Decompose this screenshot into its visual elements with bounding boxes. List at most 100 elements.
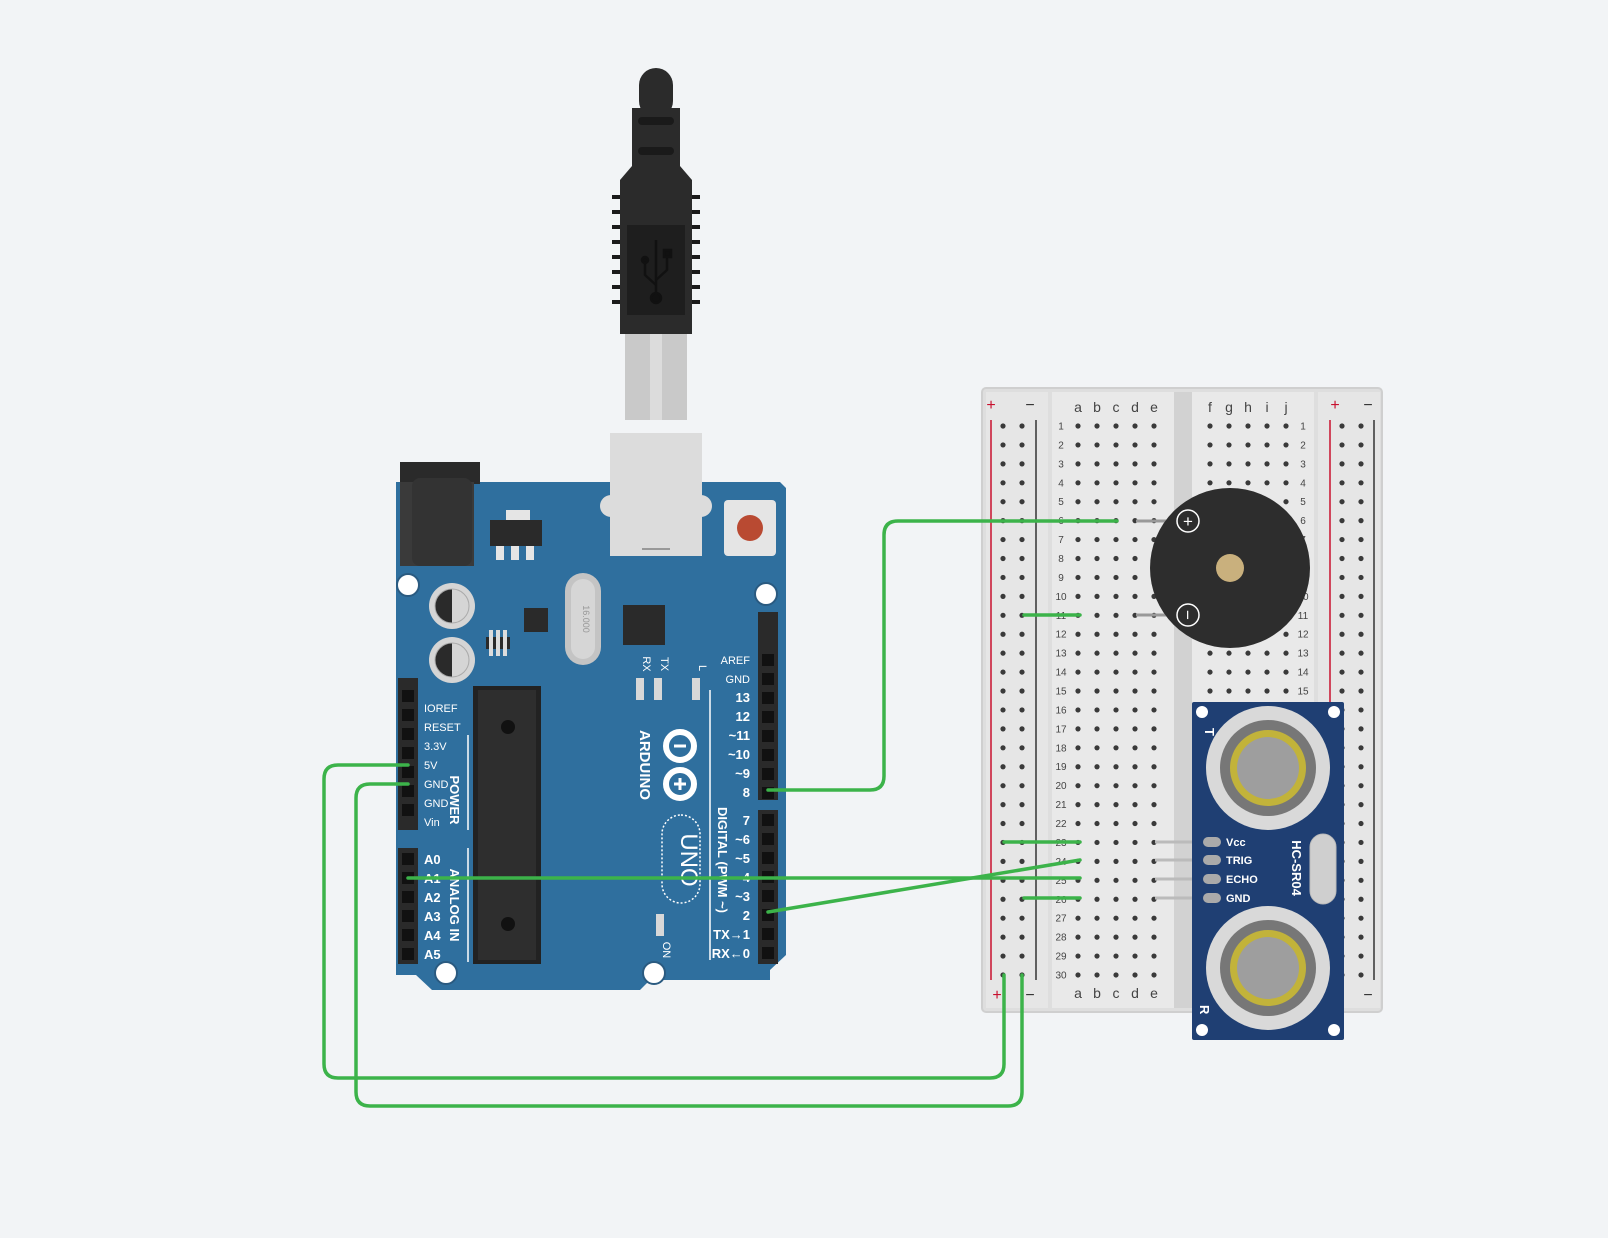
wire-gnd-to-rail[interactable] — [354, 782, 1024, 1108]
breadboard-hole[interactable] — [1113, 726, 1119, 732]
arduino-uno-board[interactable]: 16.000 RX TX L ON ARDUINO UNO — [396, 433, 786, 990]
breadboard-hole[interactable] — [1358, 707, 1364, 713]
breadboard-hole[interactable] — [1358, 555, 1364, 562]
breadboard-hole[interactable] — [1283, 631, 1289, 637]
breadboard-hole[interactable] — [1132, 669, 1138, 675]
breadboard-hole[interactable] — [1245, 669, 1251, 675]
breadboard-hole[interactable] — [1075, 820, 1081, 827]
breadboard-hole[interactable] — [1113, 745, 1119, 751]
breadboard-hole[interactable] — [1132, 631, 1138, 637]
breadboard-hole[interactable] — [1264, 688, 1270, 694]
breadboard-hole[interactable] — [1283, 650, 1289, 656]
breadboard-hole[interactable] — [1339, 574, 1345, 581]
breadboard-hole[interactable] — [1075, 480, 1081, 486]
breadboard-hole[interactable] — [1075, 669, 1081, 675]
breadboard-hole[interactable] — [1094, 934, 1100, 940]
breadboard-hole[interactable] — [1075, 461, 1081, 467]
breadboard-hole[interactable] — [1019, 707, 1025, 713]
breadboard-hole[interactable] — [1151, 953, 1157, 959]
breadboard-hole[interactable] — [1132, 442, 1138, 448]
breadboard-hole[interactable] — [1358, 915, 1364, 921]
breadboard-hole[interactable] — [1339, 650, 1345, 656]
breadboard-hole[interactable] — [1094, 839, 1100, 846]
breadboard-hole[interactable] — [1000, 934, 1006, 940]
breadboard-hole[interactable] — [1207, 461, 1213, 467]
breadboard-hole[interactable] — [1075, 707, 1081, 713]
breadboard-hole[interactable] — [1094, 972, 1100, 978]
wire-pin2-to-trig[interactable] — [766, 858, 1082, 914]
breadboard-hole[interactable] — [1094, 574, 1100, 581]
breadboard-hole[interactable] — [1113, 783, 1119, 789]
breadboard-hole[interactable] — [1075, 499, 1081, 505]
breadboard-hole[interactable] — [1358, 745, 1364, 751]
breadboard-hole[interactable] — [1094, 802, 1100, 808]
breadboard-hole[interactable] — [1132, 423, 1138, 429]
breadboard-hole[interactable] — [1358, 650, 1364, 656]
breadboard-hole[interactable] — [1000, 461, 1006, 467]
breadboard-hole[interactable] — [1019, 423, 1025, 429]
breadboard-hole[interactable] — [1000, 442, 1006, 448]
breadboard-hole[interactable] — [1226, 669, 1232, 675]
breadboard-hole[interactable] — [1113, 612, 1119, 618]
breadboard-hole[interactable] — [1019, 669, 1025, 675]
breadboard-hole[interactable] — [1113, 650, 1119, 656]
breadboard-hole[interactable] — [1113, 972, 1119, 978]
breadboard-hole[interactable] — [1019, 593, 1025, 599]
breadboard-hole[interactable] — [1094, 915, 1100, 921]
breadboard-hole[interactable] — [1358, 858, 1364, 864]
breadboard-hole[interactable] — [1113, 877, 1119, 883]
breadboard-hole[interactable] — [1113, 953, 1119, 959]
breadboard-hole[interactable] — [1358, 461, 1364, 467]
breadboard-hole[interactable] — [1207, 442, 1213, 448]
breadboard-hole[interactable] — [1094, 631, 1100, 637]
breadboard-hole[interactable] — [1132, 480, 1138, 486]
breadboard-hole[interactable] — [1339, 593, 1345, 599]
breadboard-hole[interactable] — [1151, 764, 1157, 770]
breadboard-hole[interactable] — [1000, 612, 1006, 618]
breadboard-hole[interactable] — [1132, 783, 1138, 789]
breadboard-hole[interactable] — [1113, 688, 1119, 694]
breadboard-hole[interactable] — [1094, 726, 1100, 732]
breadboard-hole[interactable] — [1207, 688, 1213, 694]
breadboard-hole[interactable] — [1151, 631, 1157, 637]
breadboard-hole[interactable] — [1151, 423, 1157, 429]
breadboard-hole[interactable] — [1075, 688, 1081, 694]
breadboard-hole[interactable] — [1151, 802, 1157, 808]
breadboard-hole[interactable] — [1094, 536, 1100, 543]
breadboard-hole[interactable] — [1264, 461, 1270, 467]
breadboard-hole[interactable] — [1132, 650, 1138, 656]
breadboard-hole[interactable] — [1019, 555, 1025, 562]
breadboard-hole[interactable] — [1019, 688, 1025, 694]
wire-pin8-to-buzzer[interactable] — [766, 519, 1119, 792]
breadboard-hole[interactable] — [1339, 536, 1345, 543]
breadboard-hole[interactable] — [1358, 574, 1364, 581]
breadboard-hole[interactable] — [1358, 726, 1364, 732]
breadboard-hole[interactable] — [1000, 953, 1006, 959]
breadboard-hole[interactable] — [1132, 934, 1138, 940]
breadboard-hole[interactable] — [1094, 442, 1100, 448]
breadboard-hole[interactable] — [1019, 802, 1025, 808]
breadboard-hole[interactable] — [1264, 442, 1270, 448]
breadboard-hole[interactable] — [1283, 669, 1289, 675]
breadboard-hole[interactable] — [1132, 536, 1138, 543]
breadboard-hole[interactable] — [1075, 726, 1081, 732]
breadboard-hole[interactable] — [1113, 461, 1119, 467]
breadboard-hole[interactable] — [1358, 877, 1364, 883]
breadboard-hole[interactable] — [1000, 764, 1006, 770]
breadboard-hole[interactable] — [1000, 858, 1006, 864]
breadboard-hole[interactable] — [1151, 688, 1157, 694]
breadboard-hole[interactable] — [1151, 934, 1157, 940]
breadboard-hole[interactable] — [1264, 423, 1270, 429]
breadboard-hole[interactable] — [1151, 461, 1157, 467]
breadboard-hole[interactable] — [1075, 745, 1081, 751]
breadboard-hole[interactable] — [1019, 783, 1025, 789]
breadboard-hole[interactable] — [1094, 858, 1100, 864]
breadboard-hole[interactable] — [1019, 745, 1025, 751]
breadboard-hole[interactable] — [1094, 499, 1100, 505]
breadboard-hole[interactable] — [1019, 915, 1025, 921]
breadboard-hole[interactable] — [1094, 688, 1100, 694]
breadboard-hole[interactable] — [1000, 669, 1006, 675]
breadboard-hole[interactable] — [1019, 764, 1025, 770]
breadboard-hole[interactable] — [1075, 915, 1081, 921]
breadboard-hole[interactable] — [1000, 423, 1006, 429]
